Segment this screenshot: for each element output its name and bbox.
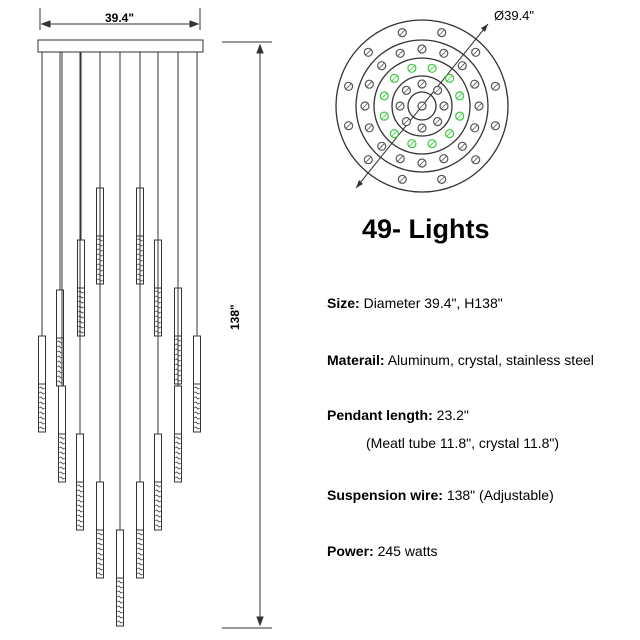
- spec-power-value: 245 watts: [377, 543, 438, 559]
- width-dimension: [39, 8, 201, 30]
- pendant: [193, 52, 201, 433]
- spec-material-value: Aluminum, crystal, stainless steel: [387, 352, 594, 368]
- spec-size-value: Diameter 39.4", H138": [363, 295, 503, 311]
- pendant: [154, 52, 162, 531]
- width-label: 39.4": [105, 11, 135, 25]
- top-view: [335, 19, 509, 193]
- pendant: [96, 52, 104, 579]
- spec-material-label: Materail:: [327, 352, 385, 368]
- spec-size-label: Size:: [327, 295, 360, 311]
- spec-pendant-length: Pendant length: 23.2": [327, 406, 469, 424]
- height-label: 138": [228, 304, 242, 330]
- spec-suspension-label: Suspension wire:: [327, 487, 443, 503]
- pendant: [136, 52, 144, 579]
- top-view-lights: [344, 27, 500, 184]
- ceiling-canopy: [37, 39, 204, 53]
- spec-pendant-detail: (Meatl tube 11.8", crystal 11.8"): [366, 434, 559, 452]
- spec-power: Power: 245 watts: [327, 542, 438, 560]
- spec-size: Size: Diameter 39.4", H138": [327, 294, 503, 312]
- pendant: [116, 52, 124, 627]
- spec-pendant-detail-value: (Meatl tube 11.8", crystal 11.8"): [366, 435, 560, 451]
- spec-suspension-value: 138" (Adjustable): [446, 487, 554, 503]
- diameter-label: Ø39.4": [494, 8, 535, 23]
- pendant: [174, 52, 182, 483]
- pendant: [38, 52, 46, 433]
- side-pendants: [38, 52, 201, 627]
- pendant: [76, 52, 84, 531]
- lights-title: 49- Lights: [362, 214, 490, 244]
- height-dimension: [222, 41, 272, 629]
- pendant: [58, 52, 66, 483]
- pendant: [77, 52, 85, 337]
- spec-material: Materail: Aluminum, crystal, stainless s…: [327, 351, 594, 369]
- spec-pendant-length-label: Pendant length:: [327, 407, 433, 423]
- spec-suspension: Suspension wire: 138" (Adjustable): [327, 486, 554, 504]
- spec-power-label: Power:: [327, 543, 374, 559]
- spec-pendant-length-value: 23.2": [436, 407, 469, 423]
